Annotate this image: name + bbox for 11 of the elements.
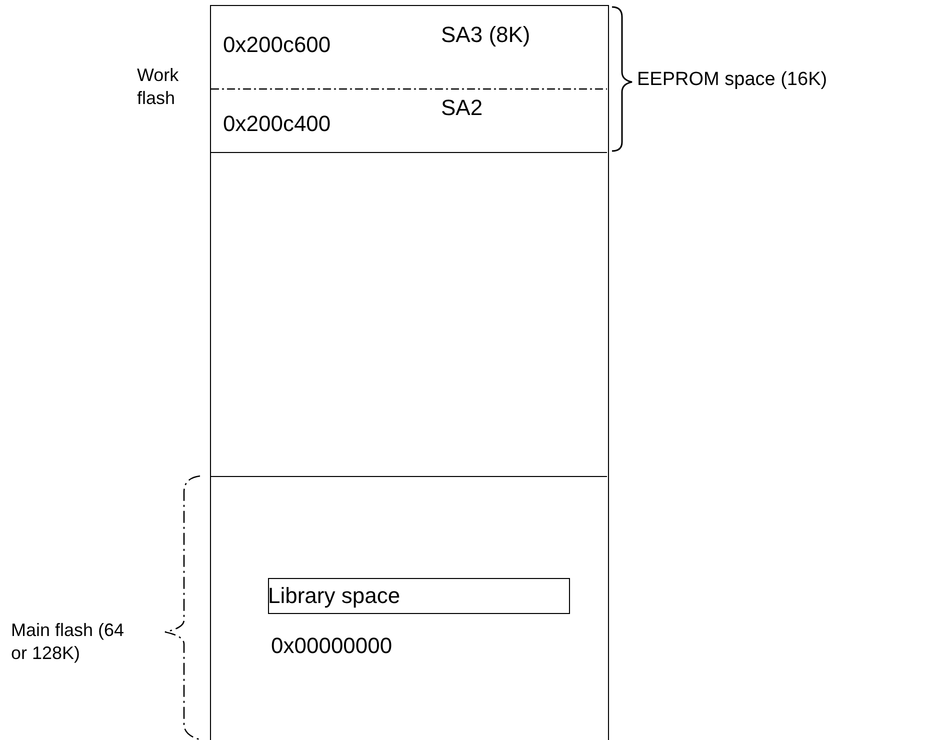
address-label: 0x200c600 <box>223 32 331 58</box>
region-label: Library space <box>268 583 400 608</box>
library-space-box <box>268 578 570 614</box>
memory-map-column <box>210 5 609 740</box>
sector-label: SA2 <box>441 95 483 120</box>
region-label: EEPROM space (16K) <box>637 68 828 92</box>
sector-label: SA3 (8K) <box>441 22 530 48</box>
address-label: 0x200c400 <box>223 111 331 136</box>
region-label: Work flash <box>137 64 180 109</box>
region-label: Main flash (64 or 128K) <box>11 619 126 664</box>
address-label: 0x00000000 <box>271 633 392 658</box>
